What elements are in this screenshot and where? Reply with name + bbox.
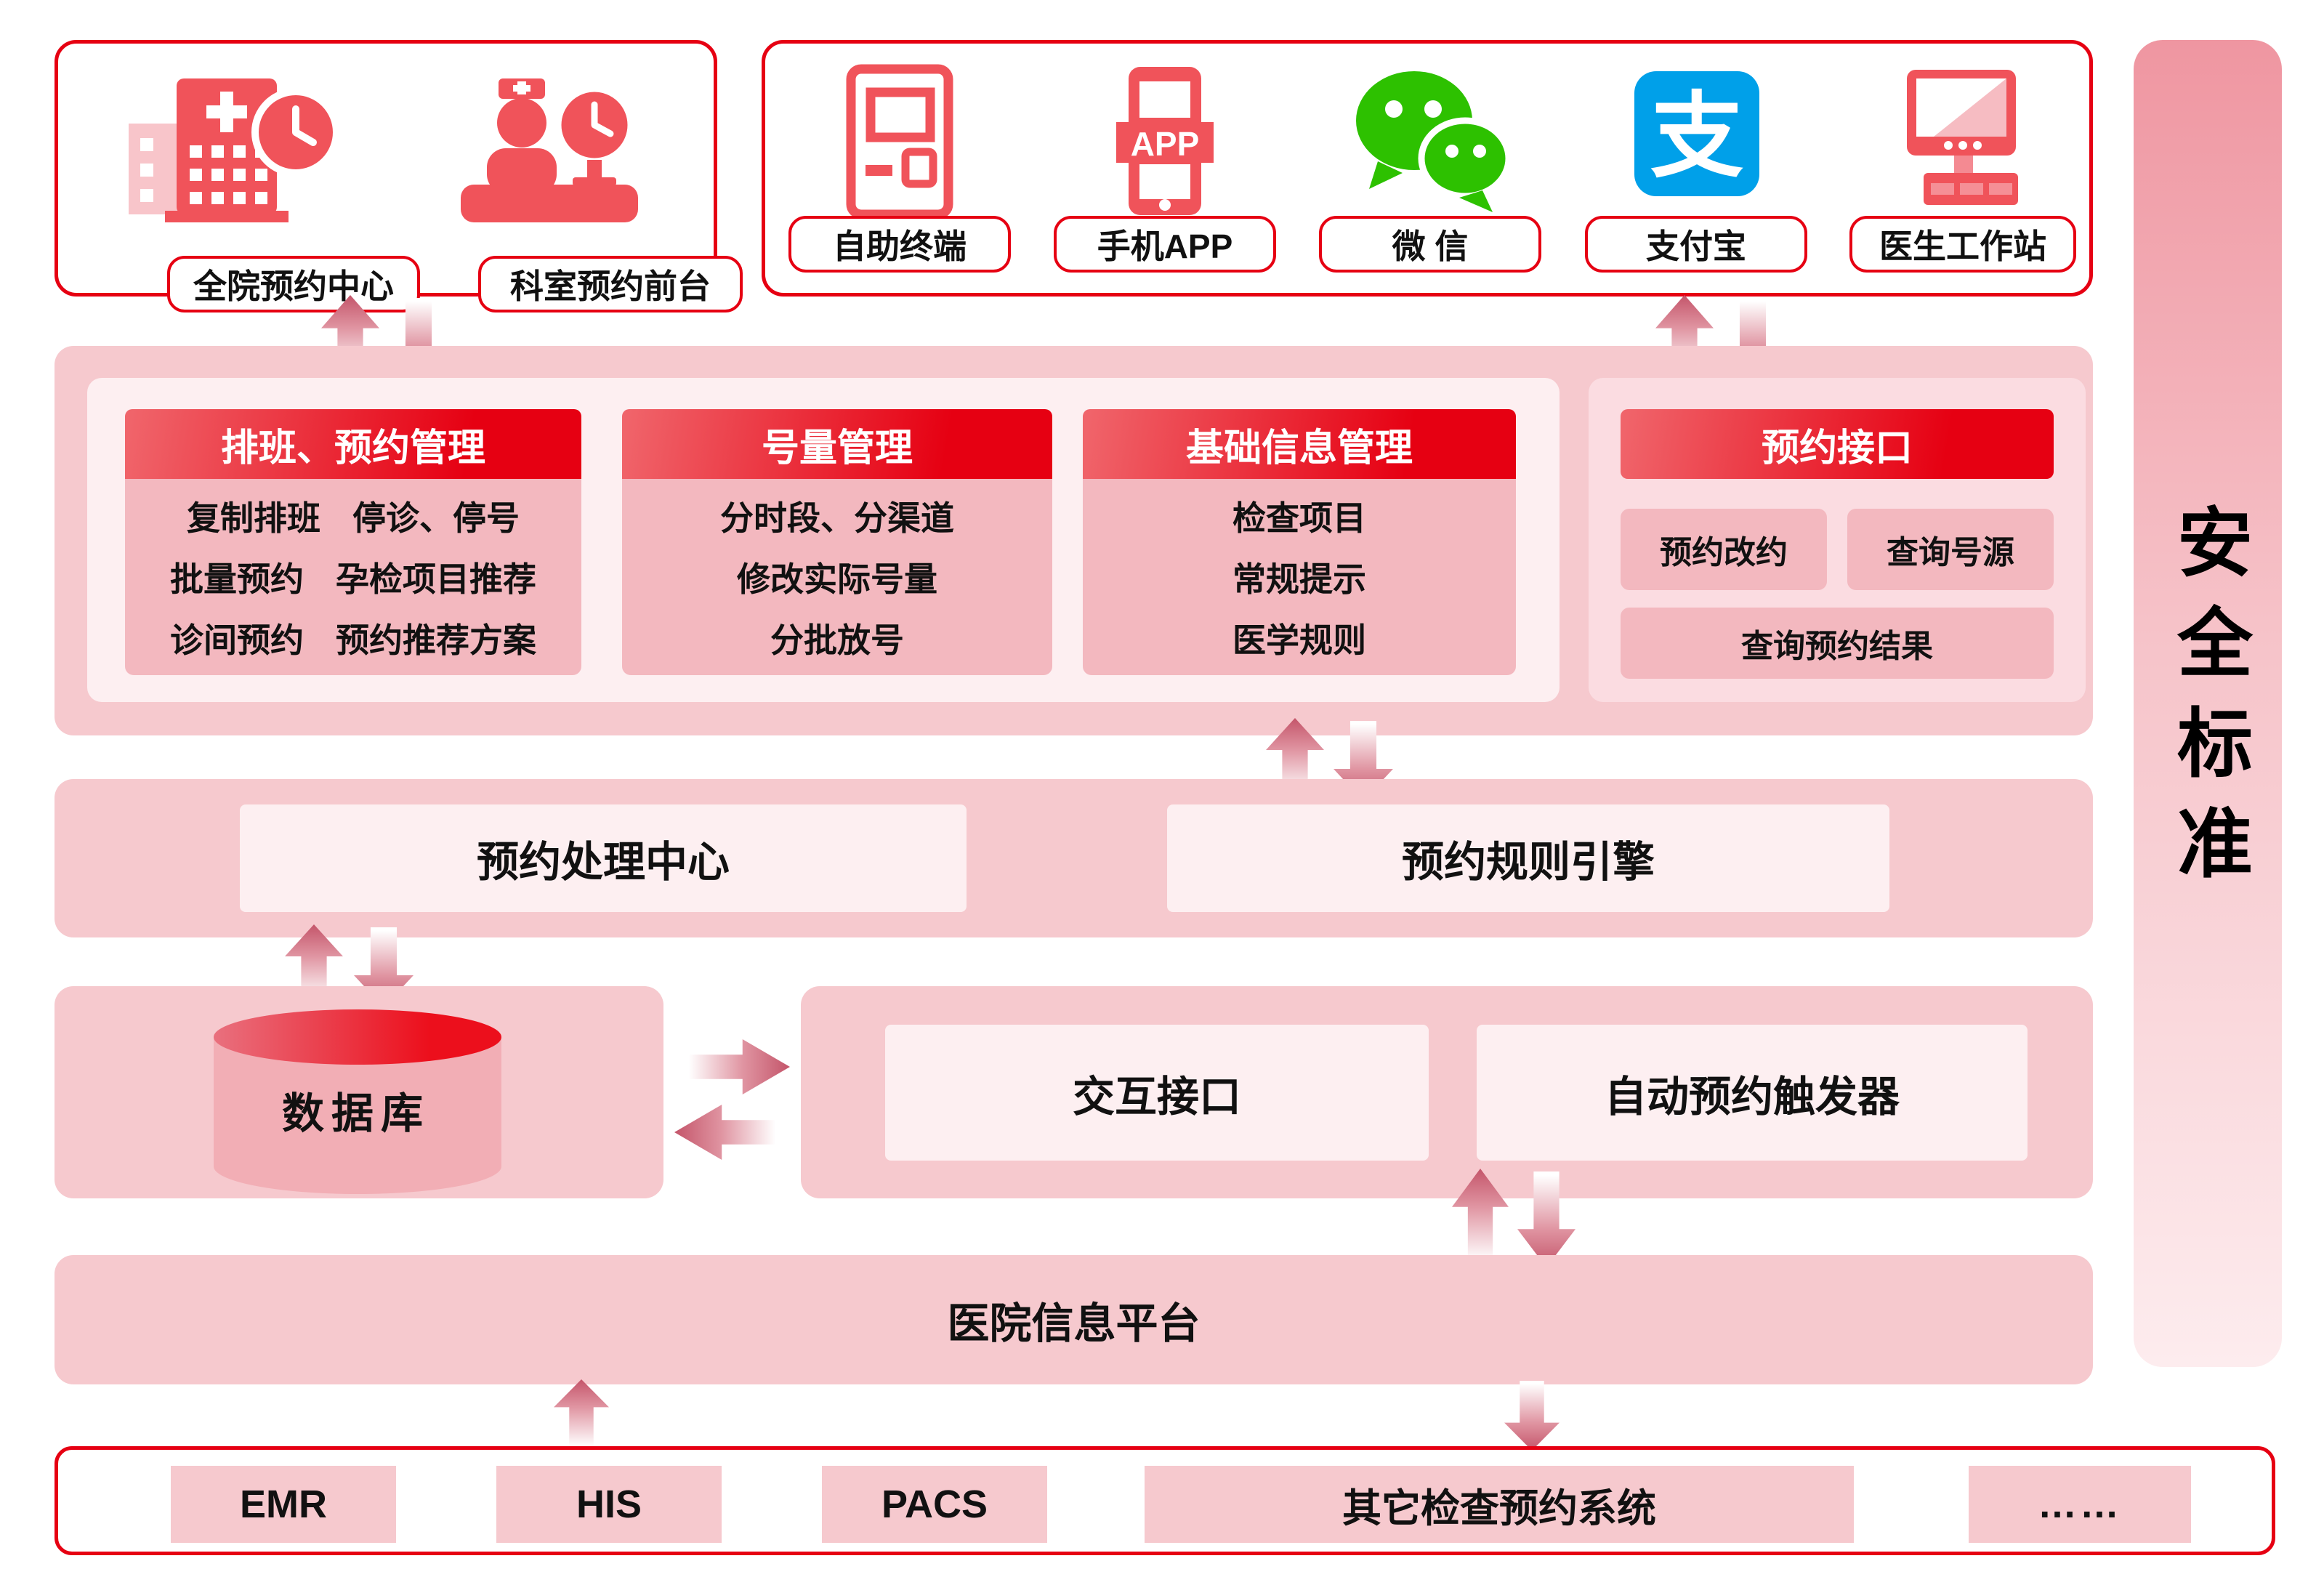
auto-booking-trigger-box: 自动预约触发器 xyxy=(1477,1025,2028,1161)
system-label: …… xyxy=(2038,1483,2122,1526)
label-text: 医生工作站 xyxy=(1879,227,2046,265)
wechat-icon xyxy=(1356,71,1510,212)
feature-item: 检查项目 xyxy=(1232,499,1366,537)
column-body-scheduling: 复制排班 停诊、停号 批量预约 孕检项目推荐 诊间预约 预约推荐方案 xyxy=(125,479,581,675)
feature-item: 复制排班 xyxy=(187,499,320,537)
feature-item: 分批放号 xyxy=(770,621,904,659)
feature-item: 查询预约结果 xyxy=(1741,629,1933,664)
hospital-info-platform-band: 医院信息平台 xyxy=(55,1255,2093,1384)
access-label-doctor-workstation: 医生工作站 xyxy=(1849,216,2076,273)
access-label-hospital-center: 全院预约中心 xyxy=(167,256,420,312)
system-box-other-booking-systems: 其它检查预约系统 xyxy=(1145,1466,1854,1543)
feature-item: 分时段、分渠道 xyxy=(720,499,954,537)
alipay-glyph: 支 xyxy=(1650,85,1743,189)
label-text: 全院预约中心 xyxy=(193,267,394,305)
feature-row: 诊间预约 预约推荐方案 xyxy=(125,614,581,662)
arrow-down-platform-external xyxy=(1504,1381,1560,1451)
access-label-dept-frontdesk: 科室预约前台 xyxy=(478,256,743,312)
header-text: 号量管理 xyxy=(761,427,913,469)
feature-row: 检查项目 xyxy=(1083,492,1516,540)
column-body-basic-info: 检查项目 常规提示 医学规则 xyxy=(1083,479,1516,675)
feature-row: 医学规则 xyxy=(1083,614,1516,662)
database-section: 数据库 xyxy=(55,986,663,1198)
system-box-ellipsis: …… xyxy=(1969,1466,2191,1543)
appointment-rule-engine-box: 预约规则引擎 xyxy=(1167,804,1889,912)
interface-box-reschedule: 预约改约 xyxy=(1621,509,1827,590)
column-body-quota: 分时段、分渠道 修改实际号量 分批放号 xyxy=(622,479,1052,675)
channel-access-panel: 自助终端 APP 手机APP 微 信 支 支付宝 xyxy=(762,40,2093,297)
system-label: PACS xyxy=(881,1483,988,1526)
system-label: EMR xyxy=(240,1483,327,1526)
feature-row: 常规提示 xyxy=(1083,553,1516,601)
column-header-quota: 号量管理 xyxy=(622,409,1052,479)
header-text: 预约接口 xyxy=(1761,427,1913,469)
arrow-left-interaction-database xyxy=(674,1105,780,1160)
column-header-booking-interface: 预约接口 xyxy=(1621,409,2054,479)
feature-item: 批量预约 xyxy=(170,560,304,598)
hospital-clock-icon xyxy=(129,78,340,222)
appointment-processing-center-box: 预约处理中心 xyxy=(240,804,967,912)
feature-row: 修改实际号量 xyxy=(622,553,1052,601)
column-header-basic-info: 基础信息管理 xyxy=(1083,409,1516,479)
system-box-his: HIS xyxy=(496,1466,722,1543)
column-header-scheduling: 排班、预约管理 xyxy=(125,409,581,479)
access-label-mobile-app: 手机APP xyxy=(1054,216,1276,273)
feature-row: 分批放号 xyxy=(622,614,1052,662)
label-text: 微 信 xyxy=(1392,227,1469,265)
security-standard-bar: 安全标准 xyxy=(2134,40,2282,1367)
feature-row: 复制排班 停诊、停号 xyxy=(125,492,581,540)
interaction-interface-box: 交互接口 xyxy=(885,1025,1429,1161)
external-systems-panel: EMR HIS PACS 其它检查预约系统 …… xyxy=(55,1446,2275,1555)
feature-item: 诊间预约 xyxy=(170,621,304,659)
box-label: 预约规则引擎 xyxy=(1401,839,1655,886)
processing-row: 预约处理中心 预约规则引擎 xyxy=(55,779,2093,937)
label-text: 自助终端 xyxy=(833,227,967,265)
alipay-icon: 支 xyxy=(1634,71,1759,196)
phone-app-icon: APP xyxy=(1116,67,1214,215)
feature-item: 预约推荐方案 xyxy=(336,621,536,659)
feature-item: 修改实际号量 xyxy=(737,560,937,598)
access-label-wechat: 微 信 xyxy=(1319,216,1541,273)
box-label: 交互接口 xyxy=(1072,1073,1241,1121)
booking-interface-panel: 预约接口 预约改约 查询号源 查询预约结果 xyxy=(1589,378,2086,702)
arrow-up-external-platform xyxy=(554,1379,609,1449)
database-cylinder-icon xyxy=(214,1009,501,1194)
interface-box-query-result: 查询预约结果 xyxy=(1621,608,2054,679)
access-label-kiosk: 自助终端 xyxy=(788,216,1011,273)
feature-item: 孕检项目推荐 xyxy=(336,560,536,598)
feature-item: 查询号源 xyxy=(1887,535,2014,570)
front-desk-access-panel: 全院预约中心 科室预约前台 xyxy=(55,40,743,312)
interaction-section: 交互接口 自动预约触发器 xyxy=(801,986,2093,1198)
database-label: 数据库 xyxy=(281,1090,430,1137)
header-text: 排班、预约管理 xyxy=(220,427,485,469)
feature-row: 分时段、分渠道 xyxy=(622,492,1052,540)
access-label-alipay: 支付宝 xyxy=(1585,216,1807,273)
security-standard-label: 安全标准 xyxy=(2165,503,2250,904)
label-text: 科室预约前台 xyxy=(510,267,711,305)
platform-label: 医院信息平台 xyxy=(947,1300,1201,1347)
arrow-right-database-interaction xyxy=(685,1039,790,1094)
header-text: 基础信息管理 xyxy=(1185,427,1413,469)
label-text: 支付宝 xyxy=(1646,227,1746,265)
kiosk-icon xyxy=(846,64,953,219)
feature-item: 预约改约 xyxy=(1660,535,1788,570)
feature-item: 常规提示 xyxy=(1232,560,1366,598)
system-box-emr: EMR xyxy=(171,1466,396,1543)
system-label: 其它检查预约系统 xyxy=(1342,1486,1656,1530)
system-box-pacs: PACS xyxy=(822,1466,1047,1543)
reception-clock-icon xyxy=(461,78,638,222)
workstation-icon xyxy=(1907,70,2018,205)
feature-item: 停诊、停号 xyxy=(352,499,520,537)
feature-row: 批量预约 孕检项目推荐 xyxy=(125,553,581,601)
interface-box-query-slots: 查询号源 xyxy=(1847,509,2054,590)
label-text: 手机APP xyxy=(1097,227,1233,265)
app-banner-text: APP xyxy=(1131,125,1200,163)
system-label: HIS xyxy=(576,1483,642,1526)
management-section: 排班、预约管理 复制排班 停诊、停号 批量预约 孕检项目推荐 诊间预约 预约推荐… xyxy=(55,346,2093,735)
feature-item: 医学规则 xyxy=(1232,621,1366,659)
box-label: 自动预约触发器 xyxy=(1604,1073,1900,1121)
box-label: 预约处理中心 xyxy=(476,839,730,886)
